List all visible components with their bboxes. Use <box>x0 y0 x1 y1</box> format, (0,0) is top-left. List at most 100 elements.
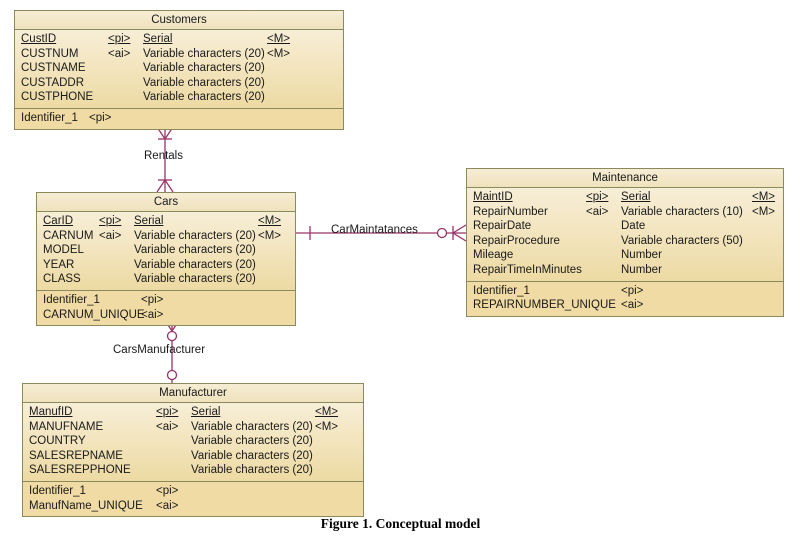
entity-identifiers-maintenance: Identifier_1 <pi> REPAIRNUMBER_UNIQUE <a… <box>467 281 783 316</box>
attribute-name: MODEL <box>43 244 84 257</box>
attribute-type: Serial <box>191 406 221 418</box>
attribute-key: <ai> <box>586 205 609 218</box>
attribute-mandatory: <M> <box>752 191 776 203</box>
attribute-row[interactable]: MODEL Variable characters (20) <box>37 243 295 258</box>
attribute-mandatory: <M> <box>315 420 339 433</box>
connector-rentals[interactable] <box>156 126 174 193</box>
attribute-row[interactable]: CARNUM <ai> Variable characters (20) <M> <box>37 229 295 244</box>
attribute-type: Variable characters (20) <box>191 464 313 477</box>
relationship-label-carmaintatances[interactable]: CarMaintatances <box>331 224 418 236</box>
attribute-type: Number <box>621 249 662 262</box>
attribute-row[interactable]: Mileage Number <box>467 248 783 263</box>
attribute-type: Variable characters (20) <box>134 273 256 286</box>
attribute-row[interactable]: RepairDate Date <box>467 219 783 234</box>
identifier-row[interactable]: Identifier_1 <pi> <box>23 484 363 499</box>
identifier-row[interactable]: Identifier_1 <pi> <box>37 293 295 308</box>
attribute-row[interactable]: CustID <pi> Serial <M> <box>15 32 343 47</box>
attribute-key: <pi> <box>99 215 122 227</box>
attribute-type: Variable characters (20) <box>143 76 265 89</box>
identifier-row[interactable]: ManufName_UNIQUE <ai> <box>23 499 363 514</box>
attribute-type: Number <box>621 263 662 276</box>
entity-attributes-customers: CustID <pi> Serial <M> CUSTNUM <ai> Vari… <box>15 30 343 109</box>
entity-title-cars: Cars <box>37 193 295 212</box>
attribute-row[interactable]: SALESREPNAME Variable characters (20) <box>23 449 363 464</box>
attribute-row[interactable]: CLASS Variable characters (20) <box>37 272 295 287</box>
entity-attributes-cars: CarID <pi> Serial <M> CARNUM <ai> Variab… <box>37 212 295 291</box>
attribute-row[interactable]: CUSTADDR Variable characters (20) <box>15 76 343 91</box>
attribute-type: Variable characters (20) <box>143 91 265 104</box>
attribute-type: Date <box>621 220 646 233</box>
entity-manufacturer[interactable]: Manufacturer ManufID <pi> Serial <M> MAN… <box>22 383 364 518</box>
attribute-name: RepairTimeInMinutes <box>473 263 582 276</box>
identifier-row[interactable]: CARNUM_UNIQUE <ai> <box>37 308 295 323</box>
attribute-type: Serial <box>143 33 173 45</box>
attribute-name: COUNTRY <box>29 435 86 448</box>
attribute-name: YEAR <box>43 258 75 271</box>
attribute-type: Variable characters (20) <box>143 62 265 75</box>
attribute-key: <pi> <box>108 33 131 45</box>
attribute-key: <ai> <box>108 47 131 60</box>
attribute-row[interactable]: SALESREPPHONE Variable characters (20) <box>23 463 363 478</box>
attribute-row[interactable]: CUSTNUM <ai> Variable characters (20) <M… <box>15 47 343 62</box>
attribute-name: CUSTPHONE <box>21 91 94 104</box>
attribute-name: CustID <box>21 33 57 45</box>
identifier-name: Identifier_1 <box>29 484 86 497</box>
attribute-row[interactable]: MANUFNAME <ai> Variable characters (20) … <box>23 420 363 435</box>
attribute-type: Serial <box>621 191 651 203</box>
figure-caption: Figure 1. Conceptual model <box>320 516 481 531</box>
attribute-type: Variable characters (20) <box>134 244 256 257</box>
entity-title-customers: Customers <box>15 11 343 30</box>
attribute-name: MaintID <box>473 191 513 203</box>
attribute-mandatory: <M> <box>258 215 282 227</box>
entity-attributes-manufacturer: ManufID <pi> Serial <M> MANUFNAME <ai> V… <box>23 403 363 482</box>
attribute-name: RepairDate <box>473 220 532 233</box>
attribute-type: Serial <box>134 215 164 227</box>
attribute-type: Variable characters (20) <box>191 420 313 433</box>
identifier-row[interactable]: Identifier_1 <pi> <box>467 284 783 299</box>
attribute-key: <ai> <box>99 229 122 242</box>
identifier-key: <pi> <box>89 111 112 124</box>
identifier-row[interactable]: Identifier_1 <pi> <box>15 111 343 126</box>
entity-cars[interactable]: Cars CarID <pi> Serial <M> CARNUM <ai> V… <box>36 192 296 327</box>
entity-title-manufacturer: Manufacturer <box>23 384 363 403</box>
attribute-row[interactable]: MaintID <pi> Serial <M> <box>467 190 783 205</box>
attribute-type: Variable characters (20) <box>191 449 313 462</box>
attribute-row[interactable]: CUSTPHONE Variable characters (20) <box>15 90 343 105</box>
attribute-row[interactable]: YEAR Variable characters (20) <box>37 258 295 273</box>
attribute-type: Variable characters (20) <box>134 229 256 242</box>
attribute-name: MANUFNAME <box>29 420 104 433</box>
attribute-mandatory: <M> <box>267 33 291 45</box>
attribute-mandatory: <M> <box>258 229 282 242</box>
attribute-name: SALESREPNAME <box>29 449 123 462</box>
relationship-label-carsmanufacturer[interactable]: CarsManufacturer <box>113 344 206 356</box>
attribute-row[interactable]: COUNTRY Variable characters (20) <box>23 434 363 449</box>
attribute-mandatory: <M> <box>267 47 291 60</box>
entity-customers[interactable]: Customers CustID <pi> Serial <M> CUSTNUM… <box>14 10 344 130</box>
attribute-name: RepairProcedure <box>473 234 560 247</box>
attribute-row[interactable]: RepairNumber <ai> Variable characters (1… <box>467 205 783 220</box>
attribute-name: CARNUM <box>43 229 94 242</box>
attribute-row[interactable]: CarID <pi> Serial <M> <box>37 214 295 229</box>
attribute-row[interactable]: RepairTimeInMinutes Number <box>467 263 783 278</box>
attribute-type: Variable characters (20) <box>134 258 256 271</box>
attribute-name: Mileage <box>473 249 514 262</box>
attribute-name: CarID <box>43 215 74 227</box>
attribute-row[interactable]: RepairProcedure Variable characters (50) <box>467 234 783 249</box>
attribute-name: RepairNumber <box>473 205 548 218</box>
attribute-row[interactable]: ManufID <pi> Serial <M> <box>23 405 363 420</box>
identifier-key: <pi> <box>156 484 179 497</box>
relationship-label-rentals[interactable]: Rentals <box>144 150 183 162</box>
attribute-mandatory: <M> <box>752 205 776 218</box>
identifier-key: <pi> <box>621 284 644 297</box>
attribute-mandatory: <M> <box>315 406 339 418</box>
connector-carmaintatances[interactable] <box>296 224 467 242</box>
identifier-row[interactable]: REPAIRNUMBER_UNIQUE <ai> <box>467 298 783 313</box>
identifier-key: <ai> <box>621 299 644 312</box>
attribute-name: ManufID <box>29 406 73 418</box>
attribute-row[interactable]: CUSTNAME Variable characters (20) <box>15 61 343 76</box>
attribute-type: Variable characters (50) <box>621 234 743 247</box>
attribute-name: CUSTNAME <box>21 62 86 75</box>
entity-maintenance[interactable]: Maintenance MaintID <pi> Serial <M> Repa… <box>466 168 784 317</box>
entity-identifiers-customers: Identifier_1 <pi> <box>15 108 343 129</box>
